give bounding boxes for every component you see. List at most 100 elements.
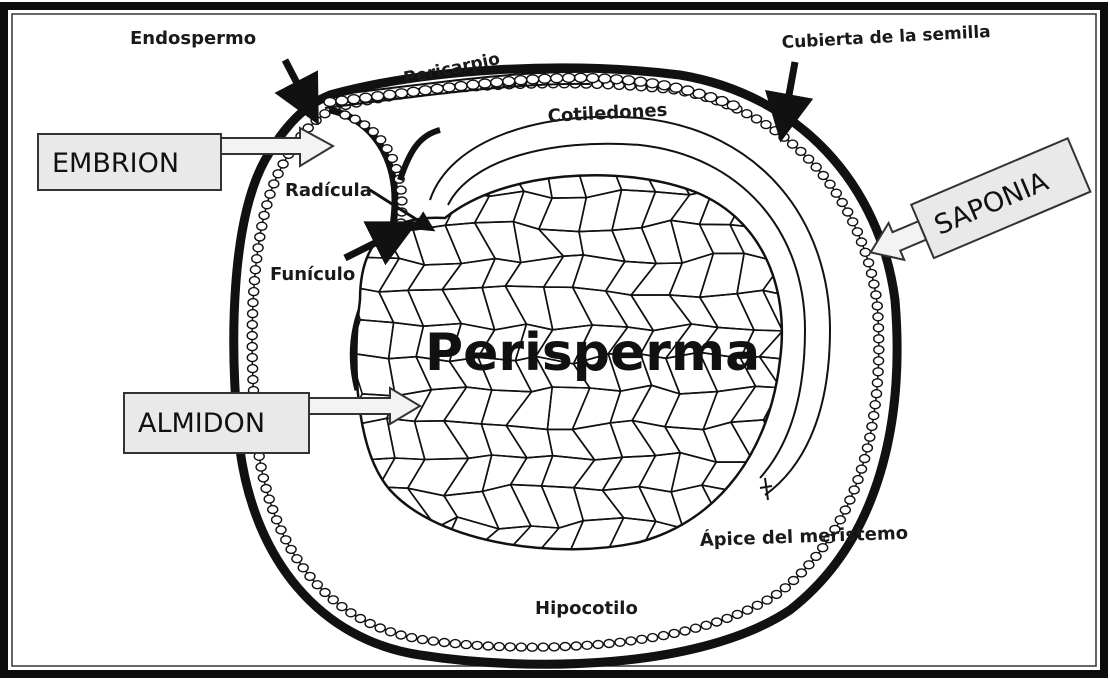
cell [407,634,417,642]
cell [626,637,636,645]
cell [249,288,259,296]
cell [742,110,752,118]
cell [247,321,257,329]
cell [250,277,260,285]
cell [252,255,262,263]
cell [825,180,835,188]
cell [862,444,872,452]
cell [527,75,539,84]
cell [761,121,771,129]
cell [505,643,515,651]
cell [396,631,406,639]
cell [874,335,884,343]
cell [848,218,858,226]
cell [298,564,308,572]
cell [693,89,705,98]
callout-almidon-text: ALMIDON [138,408,265,439]
cell [873,368,883,376]
cell [871,291,881,299]
cell [320,110,330,118]
cell [796,147,806,155]
cell [874,346,884,354]
cell [443,83,455,92]
endospermo-arrow [285,60,312,112]
cell [350,115,360,123]
cell [571,642,581,650]
cell [360,93,372,102]
perisperm-cell [413,160,463,191]
cell [811,163,821,171]
cell [262,201,272,209]
cell [346,609,356,617]
cell [682,86,694,95]
cell [670,83,682,92]
cell [376,136,386,144]
cell [483,642,493,650]
cell [865,433,875,441]
cell [360,121,370,129]
label-cubierta: Cubierta de la semilla [781,22,991,53]
cell [779,133,789,141]
cell [248,365,258,373]
cell [549,643,559,651]
cell [253,244,263,252]
cell [515,76,527,85]
cell [248,310,258,318]
cell [418,636,428,644]
cell [701,621,711,629]
cell [472,641,482,649]
cell [860,455,870,463]
cell [563,73,575,82]
cell [772,590,782,598]
cell [658,81,670,90]
cell [431,84,443,93]
cell [646,79,658,88]
cell [789,577,799,585]
cell [396,89,408,98]
cell [292,555,302,563]
cell [305,572,315,580]
cell [247,354,257,362]
cell [461,641,471,649]
cell [258,474,268,482]
cell [853,476,863,484]
perisperm-cell [344,521,397,557]
cell [386,628,396,636]
cell [582,641,592,649]
cell [348,95,360,104]
cell [560,643,570,651]
cell [637,635,647,643]
cell [265,190,275,198]
cell [669,629,679,637]
cell [752,115,762,123]
cell [278,160,288,168]
cell [455,82,467,91]
cell [788,140,798,148]
label-endospermo: Endospermo [130,28,256,49]
cell [587,74,599,83]
cell [770,127,780,135]
cell [428,637,438,645]
cell [419,86,431,95]
cell [599,74,611,83]
label-apice: Ápice del meristemo [699,522,908,551]
cell [732,610,742,618]
cell [857,238,867,246]
cell [491,78,503,87]
cell [551,74,563,83]
cell [712,618,722,626]
cell [864,259,874,267]
cell [872,379,882,387]
cell [247,332,257,340]
callout-embrion-text: EMBRION [52,148,179,179]
cell [467,80,479,89]
cell [796,569,806,577]
cell [845,496,855,504]
cell [538,643,548,651]
perisperm-cell [382,525,437,561]
cell [397,197,407,205]
cell [705,93,717,102]
callout-saponia: SAPONIA [860,138,1091,280]
cell [604,640,614,648]
